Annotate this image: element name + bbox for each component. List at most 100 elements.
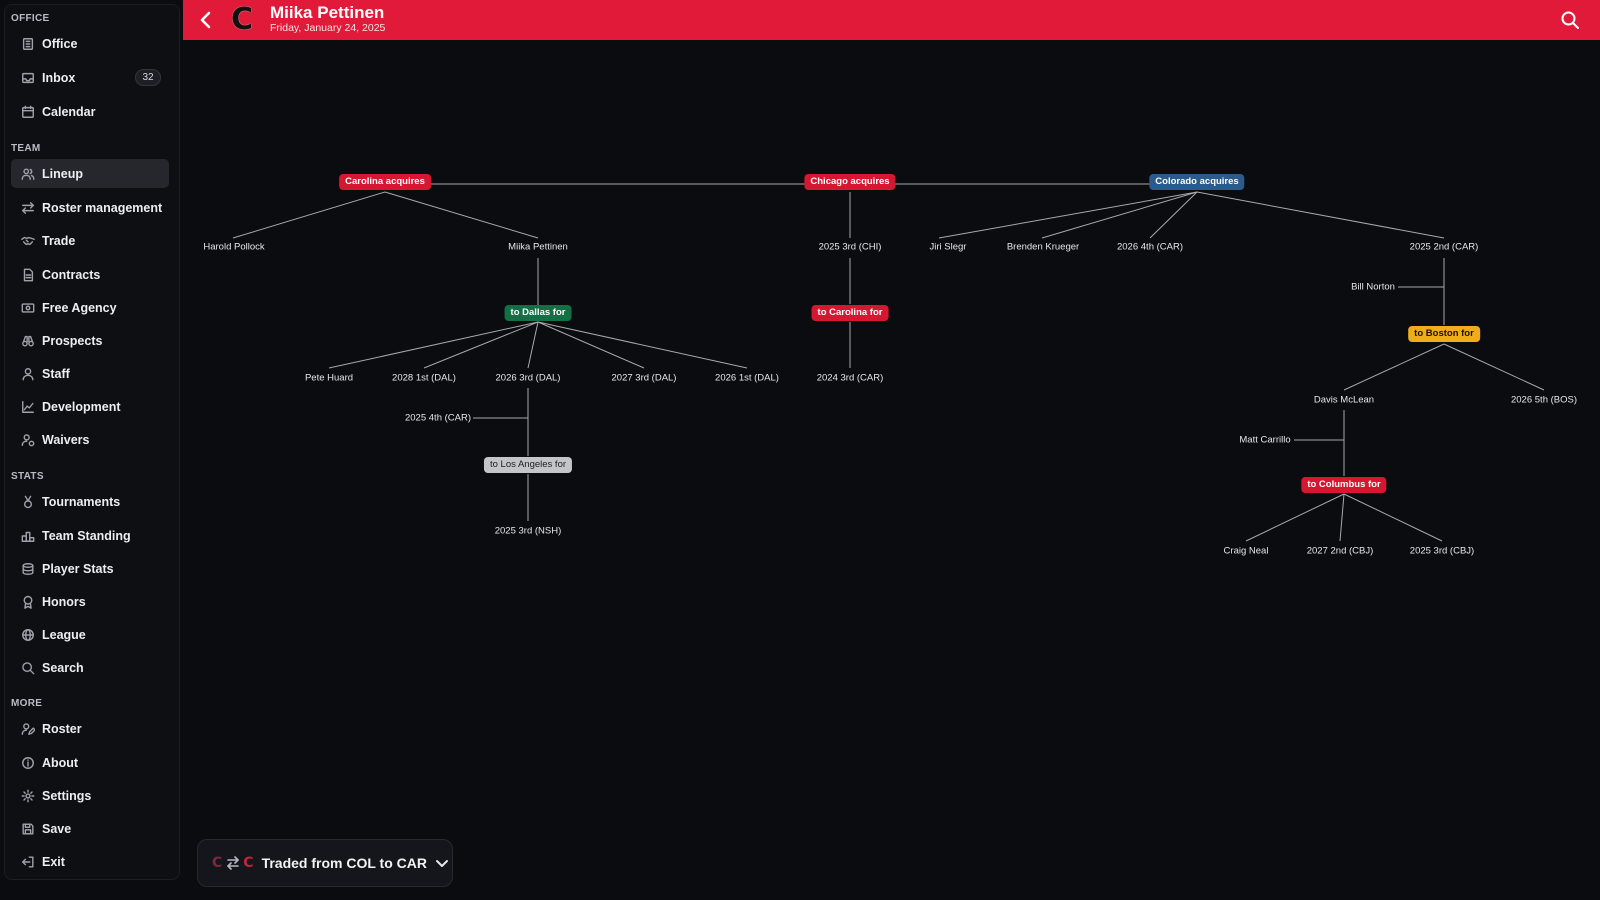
- pill-to-dallas[interactable]: to Dallas for: [504, 305, 572, 321]
- to-team-logo: C: [243, 855, 254, 871]
- node-2025-4th-car[interactable]: 2025 4th (CAR): [404, 412, 472, 424]
- team-logo: C: [231, 2, 254, 37]
- node-2028-1st-dal[interactable]: 2028 1st (DAL): [392, 372, 456, 384]
- back-button[interactable]: [195, 9, 217, 31]
- sidebar-item-label: Waivers: [42, 432, 90, 447]
- inbox-icon: [20, 70, 36, 86]
- staff-icon: [20, 366, 36, 382]
- sidebar-item-development[interactable]: Development: [11, 392, 169, 421]
- sidebar-item-league[interactable]: League: [11, 620, 169, 649]
- pill-colorado-acquires[interactable]: Colorado acquires: [1149, 174, 1245, 190]
- trade-selector-dropdown[interactable]: C C Traded from COL to CAR: [197, 839, 453, 887]
- sidebar-item-staff[interactable]: Staff: [11, 359, 169, 388]
- sidebar-item-contracts[interactable]: Contracts: [11, 260, 169, 289]
- sidebar-item-prospects[interactable]: Prospects: [11, 326, 169, 355]
- node-miika-pettinen[interactable]: Miika Pettinen: [508, 241, 568, 253]
- pill-to-los-angeles[interactable]: to Los Angeles for: [483, 457, 573, 473]
- section-label-stats: STATS: [11, 471, 44, 482]
- node-bill-norton[interactable]: Bill Norton: [1351, 281, 1395, 293]
- sidebar-item-label: Roster: [42, 721, 82, 736]
- user-waiver-icon: [20, 432, 36, 448]
- sidebar-item-label: Roster management: [42, 200, 163, 215]
- exit-icon: [20, 854, 36, 870]
- node-matt-carrillo[interactable]: Matt Carrillo: [1239, 434, 1291, 446]
- sidebar-item-label: Lineup: [42, 166, 83, 181]
- pill-carolina-acquires[interactable]: Carolina acquires: [339, 174, 431, 190]
- award-icon: [20, 594, 36, 610]
- user-edit-icon: [20, 721, 36, 737]
- node-craig-neal[interactable]: Craig Neal: [1223, 545, 1269, 557]
- sidebar-item-about[interactable]: About: [11, 748, 169, 777]
- node-harold-pollock[interactable]: Harold Pollock: [203, 241, 265, 253]
- node-davis-mclean[interactable]: Davis McLean: [1313, 394, 1375, 406]
- pill-to-carolina[interactable]: to Carolina for: [811, 305, 889, 321]
- sidebar-item-label: Team Standing: [42, 528, 131, 543]
- sidebar-item-label: Contracts: [42, 267, 101, 282]
- office-icon: [20, 36, 36, 52]
- handshake-icon: [20, 233, 36, 249]
- sidebar-item-search[interactable]: Search: [11, 653, 169, 682]
- swap-icon: [226, 856, 240, 870]
- sidebar-item-roster[interactable]: Roster: [11, 714, 169, 743]
- binoculars-icon: [20, 333, 36, 349]
- sidebar-item-label: Free Agency: [42, 300, 117, 315]
- search-button[interactable]: [1560, 10, 1580, 30]
- sidebar-item-honors[interactable]: Honors: [11, 587, 169, 616]
- sidebar-item-label: Prospects: [42, 333, 103, 348]
- sidebar-item-roster-management[interactable]: Roster management: [11, 193, 169, 222]
- sidebar-item-label: Inbox: [42, 70, 76, 85]
- section-label-more: MORE: [11, 698, 43, 709]
- sidebar: OFFICE Office Inbox 32 Calendar TEAM Lin…: [4, 4, 180, 880]
- sidebar-item-label: Player Stats: [42, 561, 114, 576]
- node-2027-2nd-cbj[interactable]: 2027 2nd (CBJ): [1306, 545, 1374, 557]
- sidebar-item-label: Honors: [42, 594, 86, 609]
- users-icon: [20, 166, 36, 182]
- node-2027-3rd-dal[interactable]: 2027 3rd (DAL): [611, 372, 677, 384]
- node-2025-3rd-cbj[interactable]: 2025 3rd (CBJ): [1409, 545, 1475, 557]
- node-brenden-krueger[interactable]: Brenden Krueger: [1006, 241, 1080, 253]
- node-2025-2nd-car[interactable]: 2025 2nd (CAR): [1409, 241, 1479, 253]
- sidebar-item-office[interactable]: Office: [11, 29, 169, 58]
- sidebar-item-inbox[interactable]: Inbox 32: [11, 63, 169, 92]
- sidebar-item-label: Trade: [42, 233, 76, 248]
- sidebar-item-team-standing[interactable]: Team Standing: [11, 521, 169, 550]
- node-2026-5th-bos[interactable]: 2026 5th (BOS): [1510, 394, 1578, 406]
- node-pete-huard[interactable]: Pete Huard: [304, 372, 354, 384]
- sidebar-item-free-agency[interactable]: Free Agency: [11, 293, 169, 322]
- pill-chicago-acquires[interactable]: Chicago acquires: [804, 174, 896, 190]
- node-2026-1st-dal[interactable]: 2026 1st (DAL): [715, 372, 779, 384]
- pill-to-columbus[interactable]: to Columbus for: [1301, 477, 1387, 493]
- chart-line-icon: [20, 399, 36, 415]
- sidebar-item-calendar[interactable]: Calendar: [11, 97, 169, 126]
- swap-arrows-icon: [20, 200, 36, 216]
- sidebar-item-exit[interactable]: Exit: [11, 847, 169, 876]
- node-2025-3rd-nsh[interactable]: 2025 3rd (NSH): [494, 525, 562, 537]
- sidebar-item-label: Staff: [42, 366, 70, 381]
- sidebar-item-label: Office: [42, 36, 78, 51]
- contract-icon: [20, 267, 36, 283]
- pill-to-boston[interactable]: to Boston for: [1408, 326, 1480, 342]
- node-2026-4th-car[interactable]: 2026 4th (CAR): [1116, 241, 1184, 253]
- sidebar-item-tournaments[interactable]: Tournaments: [11, 487, 169, 516]
- sidebar-item-waivers[interactable]: Waivers: [11, 425, 169, 454]
- page-title: Miika Pettinen: [270, 3, 385, 22]
- from-team-logo: C: [212, 855, 223, 871]
- node-2026-3rd-dal[interactable]: 2026 3rd (DAL): [495, 372, 561, 384]
- section-label-office: OFFICE: [11, 13, 50, 24]
- node-2025-3rd-chi[interactable]: 2025 3rd (CHI): [818, 241, 882, 253]
- sidebar-item-settings[interactable]: Settings: [11, 781, 169, 810]
- gear-icon: [20, 788, 36, 804]
- database-icon: [20, 561, 36, 577]
- globe-icon: [20, 627, 36, 643]
- sidebar-item-save[interactable]: Save: [11, 814, 169, 843]
- trade-selector-label: Traded from COL to CAR: [261, 855, 427, 871]
- sidebar-item-label: Settings: [42, 788, 92, 803]
- node-jiri-slegr[interactable]: Jiri Slegr: [929, 241, 967, 253]
- node-2024-3rd-car[interactable]: 2024 3rd (CAR): [816, 372, 884, 384]
- medal-icon: [20, 494, 36, 510]
- sidebar-item-trade[interactable]: Trade: [11, 226, 169, 255]
- save-icon: [20, 821, 36, 837]
- sidebar-item-lineup[interactable]: Lineup: [11, 159, 169, 188]
- sidebar-item-player-stats[interactable]: Player Stats: [11, 554, 169, 583]
